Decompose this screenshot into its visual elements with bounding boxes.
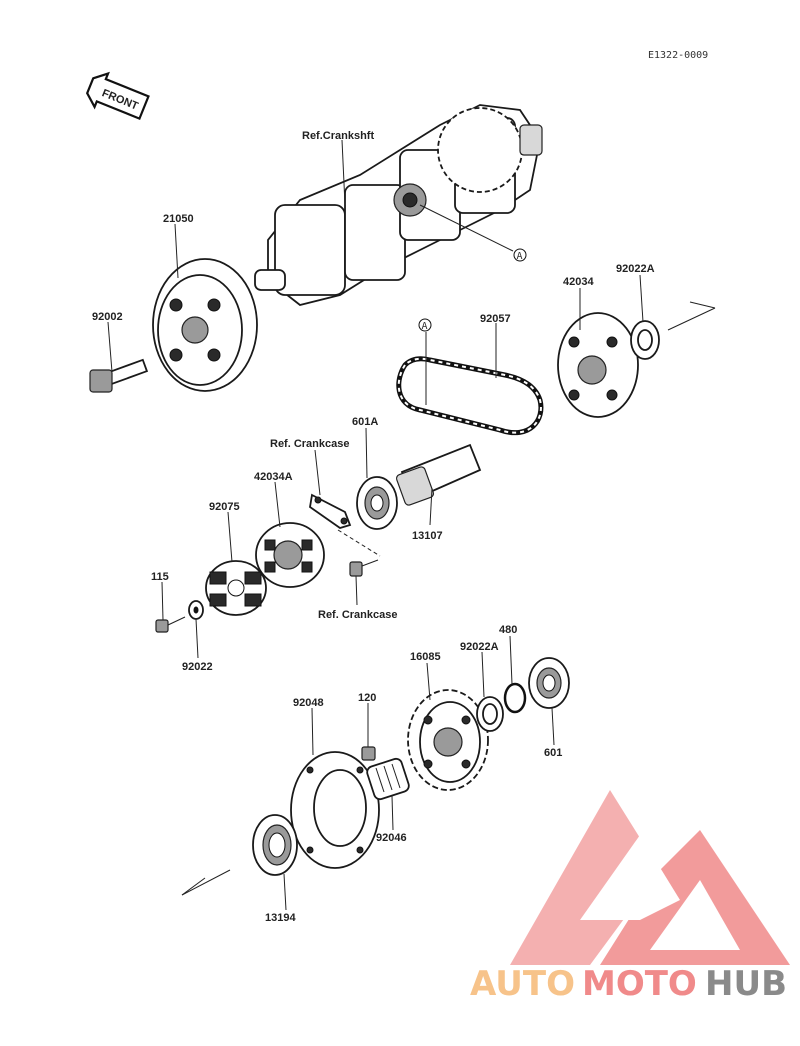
part-21050-drawing [152, 258, 258, 392]
svg-text:A: A [422, 321, 428, 332]
label-crankcase-bottom: Ref. Crankcase [318, 609, 398, 621]
crankcase-bracket-drawing [309, 493, 381, 577]
label-92002: 92002 [92, 311, 123, 323]
part-42034a-drawing [255, 522, 325, 588]
watermark-auto: AUTO [470, 964, 575, 1004]
label-42034: 42034 [563, 276, 594, 288]
label-16085: 16085 [410, 651, 441, 663]
label-92048: 92048 [293, 697, 324, 709]
label-601a: 601A [352, 416, 378, 428]
part-13107-drawing [395, 443, 482, 506]
label-42034a: 42034A [254, 471, 293, 483]
svg-text:A: A [517, 251, 523, 262]
label-crankshaft: Ref.Crankshft [302, 130, 374, 142]
callout-a-chain: A [418, 318, 432, 332]
label-601: 601 [544, 747, 562, 759]
automotohub-watermark: AUTO MOTO HUB [470, 790, 790, 1004]
label-92057: 92057 [480, 313, 511, 325]
callout-a-crank: A [513, 248, 527, 262]
part-13194-drawing [181, 814, 298, 896]
part-92022a-top-drawing [630, 301, 716, 360]
watermark-moto: MOTO [582, 964, 697, 1004]
crankshaft-part [254, 104, 543, 306]
watermark-logo-icon [510, 790, 790, 965]
watermark-hub: HUB [705, 964, 787, 1004]
diagram-code: E1322-0009 [648, 50, 708, 61]
label-120: 120 [358, 692, 376, 704]
part-92048-drawing [290, 751, 380, 869]
part-601a-drawing [356, 476, 398, 530]
part-120-drawing [361, 746, 376, 761]
label-92046: 92046 [376, 832, 407, 844]
part-92046-drawing [366, 757, 410, 801]
part-92022-drawing [188, 600, 204, 620]
label-92022a-top: 92022A [616, 263, 655, 275]
part-601-drawing [528, 657, 570, 709]
front-arrow-icon: FRONT [85, 71, 150, 121]
part-92002-drawing [89, 358, 149, 393]
label-13107: 13107 [412, 530, 443, 542]
part-16085-drawing [407, 689, 489, 791]
label-115: 115 [151, 571, 169, 583]
label-crankcase-top: Ref. Crankcase [270, 438, 350, 450]
label-21050: 21050 [163, 213, 194, 225]
label-92022: 92022 [182, 661, 213, 673]
part-92075-drawing [205, 560, 267, 616]
part-92022a-low-drawing [476, 696, 504, 732]
leader-lines [107, 139, 644, 911]
label-92075: 92075 [209, 501, 240, 513]
part-42034-drawing [557, 312, 639, 418]
label-92022a-low: 92022A [460, 641, 499, 653]
part-115-drawing [155, 616, 186, 633]
label-480: 480 [499, 624, 517, 636]
label-13194: 13194 [265, 912, 296, 924]
part-92057-drawing [396, 356, 544, 436]
part-480-drawing [503, 682, 527, 714]
